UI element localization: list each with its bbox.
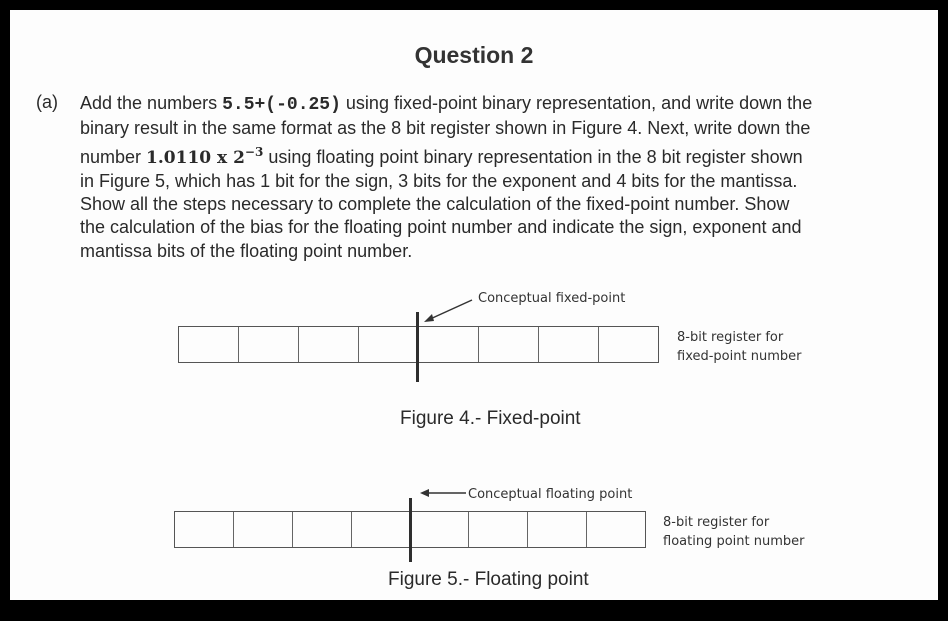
fig5-sign-divider <box>409 498 412 562</box>
register-bit <box>175 512 234 547</box>
line3-post: using floating point binary representati… <box>263 146 803 167</box>
fig5-side-label: 8-bit register for floating point number <box>663 513 804 551</box>
fig4-side-label: 8-bit register for fixed-point number <box>677 328 801 366</box>
document-page: Question 2 (a) Add the numbers 5.5+(-0.2… <box>10 10 938 600</box>
fig5-pointer-label: Conceptual floating point <box>468 487 633 502</box>
register-bit <box>539 327 599 362</box>
register-bit <box>352 512 411 547</box>
question-title: Question 2 <box>414 42 534 68</box>
register-bit <box>239 327 299 362</box>
fig4-fixed-point-divider <box>416 312 419 382</box>
register-bit <box>411 512 470 547</box>
fig4-caption: Figure 4.- Fixed-point <box>400 408 581 429</box>
line1-post: using fixed-point binary representation,… <box>340 93 813 113</box>
register-bit <box>587 512 645 547</box>
fig4-arrow-icon <box>424 299 473 322</box>
register-bit <box>179 327 239 362</box>
float-exponent-expr: −3 <box>244 144 264 159</box>
line1-pre: Add the numbers <box>80 93 223 113</box>
register-bit <box>359 327 419 362</box>
fig4-side-label-line2: fixed-point number <box>677 349 802 364</box>
fig5-side-label-line1: 8-bit register for <box>663 515 770 530</box>
float-mantissa-expr: 1.0110 x 2 <box>146 147 245 168</box>
line3-pre: number <box>80 146 147 167</box>
fig5-caption: Figure 5.- Floating point <box>388 569 589 590</box>
question-text: Add the numbers 5.5+(-0.25) using fixed-… <box>80 92 916 263</box>
fig4-pointer-label: Conceptual fixed-point <box>478 291 626 306</box>
register-bit <box>234 512 293 547</box>
sum-expression: 5.5+(-0.25) <box>222 95 341 115</box>
register-bit <box>299 327 359 362</box>
question-line-7: mantissa bits of the floating point numb… <box>80 240 413 261</box>
question-line-2: binary result in the same format as the … <box>80 118 811 139</box>
register-bit <box>469 512 529 547</box>
fig5-arrow-icon <box>420 489 466 497</box>
fig4-side-label-line1: 8-bit register for <box>677 330 784 345</box>
question-line-3: number 1.0110 x 2−3 using floating point… <box>80 141 916 170</box>
question-line-1: Add the numbers 5.5+(-0.25) using fixed-… <box>80 92 916 117</box>
register-bit <box>528 512 588 547</box>
register-bit <box>479 327 539 362</box>
question-line-6: the calculation of the bias for the floa… <box>80 217 802 238</box>
fig5-side-label-line2: floating point number <box>663 534 805 549</box>
register-bit <box>293 512 352 547</box>
register-bit <box>419 327 479 362</box>
part-label: (a) <box>36 92 58 112</box>
register-bit <box>599 327 658 362</box>
question-line-4: in Figure 5, which has 1 bit for the sig… <box>80 170 798 191</box>
question-line-5: Show all the steps necessary to complete… <box>80 194 790 215</box>
